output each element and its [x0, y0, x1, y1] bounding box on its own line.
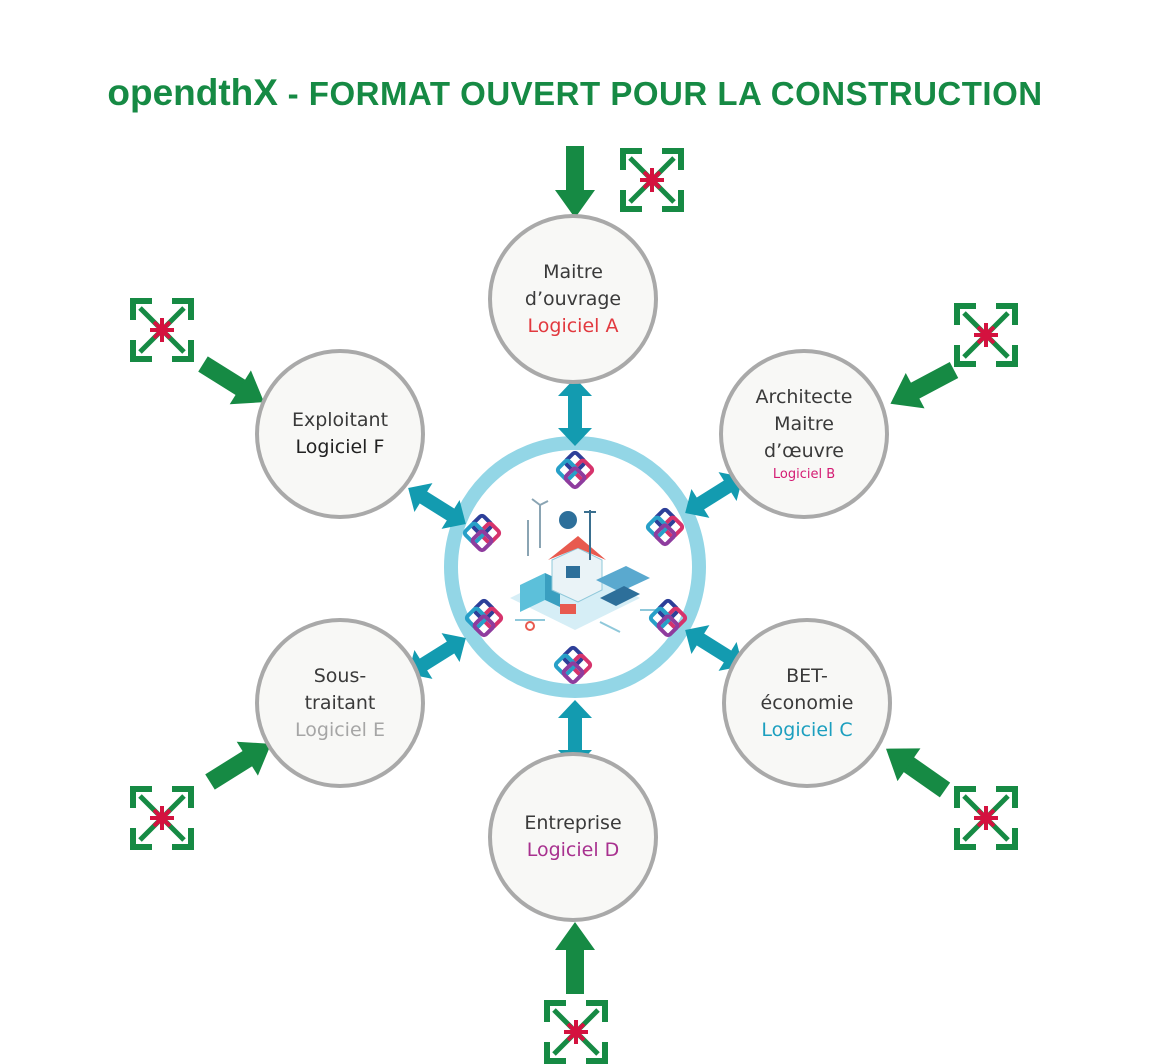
node-role-line: Entreprise [524, 812, 622, 834]
expand-arrows-icon [544, 1000, 608, 1064]
node-architecte: Architecte Maitre d’œuvre Logiciel B [719, 349, 889, 519]
node-role-line: Exploitant [291, 409, 389, 431]
node-role-line: Maitre [774, 412, 834, 435]
input-arrow-right-upper [881, 352, 964, 422]
expand-arrows-icon [130, 298, 194, 362]
node-software-label: Logiciel C [761, 718, 853, 741]
exchange-arrow-a [558, 378, 592, 446]
node-role-line: économie [760, 691, 854, 714]
node-software-label: Logiciel A [527, 314, 619, 337]
node-role-line: d’ouvrage [524, 287, 622, 310]
title-text: - FORMAT OUVERT POUR LA CONSTRUCTION [277, 75, 1043, 112]
expand-arrows-icon [954, 303, 1018, 367]
title-brand: opendthX [107, 72, 278, 113]
node-role-line: Sous- [313, 664, 367, 687]
node-software-label: Logiciel E [295, 718, 385, 741]
expand-arrows-icon [954, 786, 1018, 850]
node-entreprise: Entreprise Logiciel D [488, 752, 658, 922]
node-role-line: Architecte [755, 385, 853, 408]
node-role-line: d’œuvre [764, 439, 844, 462]
input-arrow-top [555, 146, 595, 218]
smart-building-illustration [510, 498, 658, 633]
node-software-label: Logiciel D [526, 839, 620, 861]
expand-arrows-icon [130, 786, 194, 850]
node-bet-economie: BET- économie Logiciel C [722, 618, 892, 788]
node-exploitant: Exploitant Logiciel F [255, 349, 425, 519]
diagram-title: opendthX - FORMAT OUVERT POUR LA CONSTRU… [0, 72, 1150, 114]
node-software-label: Logiciel F [295, 436, 385, 458]
node-software-label: Logiciel B [772, 466, 836, 482]
node-maitre-ouvrage: Maitre d’ouvrage Logiciel A [488, 214, 658, 384]
node-role-line: traitant [304, 691, 376, 714]
expand-arrows-icon [620, 148, 684, 212]
input-arrow-right-lower [874, 732, 957, 807]
node-sous-traitant: Sous- traitant Logiciel E [255, 618, 425, 788]
node-role-line: BET- [786, 664, 828, 687]
node-role-line: Maitre [543, 260, 603, 283]
input-arrow-bottom [555, 922, 595, 994]
